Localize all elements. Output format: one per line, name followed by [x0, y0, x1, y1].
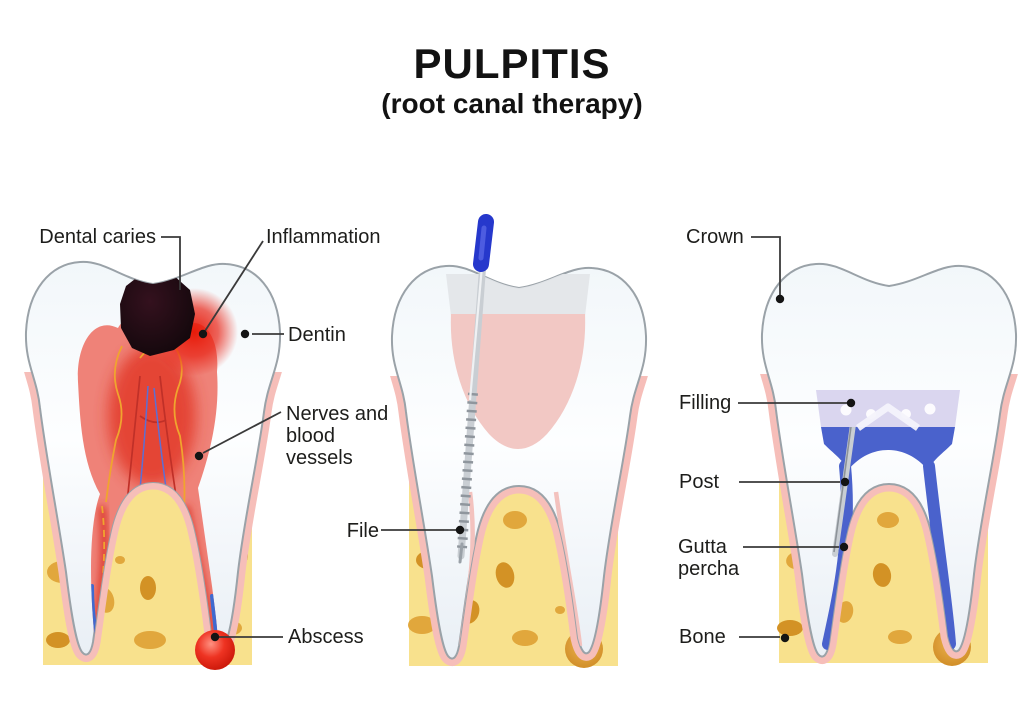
- label-crown: Crown: [686, 226, 744, 248]
- label-gutta-percha: Gutta percha: [678, 536, 740, 580]
- diagram-subtitle: (root canal therapy): [381, 88, 643, 119]
- label-post: Post: [679, 471, 720, 493]
- leader-nerves: [202, 411, 282, 454]
- diagram-title: PULPITIS: [413, 40, 611, 87]
- leader-dental-caries: [161, 236, 181, 290]
- label-file: File: [346, 520, 379, 542]
- leader-inflammation: [204, 240, 264, 332]
- empty-pulp-chamber: [450, 314, 586, 449]
- label-bone: Bone: [679, 626, 726, 648]
- leader-crown: [751, 236, 781, 296]
- label-dentin: Dentin: [288, 324, 346, 346]
- label-abscess: Abscess: [288, 626, 364, 648]
- label-inflammation: Inflammation: [266, 226, 381, 248]
- diseased-tooth-panel: [26, 260, 280, 670]
- label-dental-caries: Dental caries: [39, 226, 156, 248]
- gutta-percha-chamber: [821, 427, 955, 470]
- restored-tooth-panel: [762, 262, 1016, 666]
- label-filling: Filling: [679, 392, 732, 414]
- endodontic-file: [457, 214, 494, 564]
- treatment-tooth-panel: [392, 214, 646, 668]
- access-cavity: [446, 274, 590, 316]
- caries-blob: [120, 272, 195, 356]
- abscess-ball: [195, 630, 235, 670]
- leader-dots: [194, 294, 856, 643]
- label-nerves-vessels: Nerves and blood vessels: [286, 403, 389, 469]
- leader-lines: [161, 236, 847, 638]
